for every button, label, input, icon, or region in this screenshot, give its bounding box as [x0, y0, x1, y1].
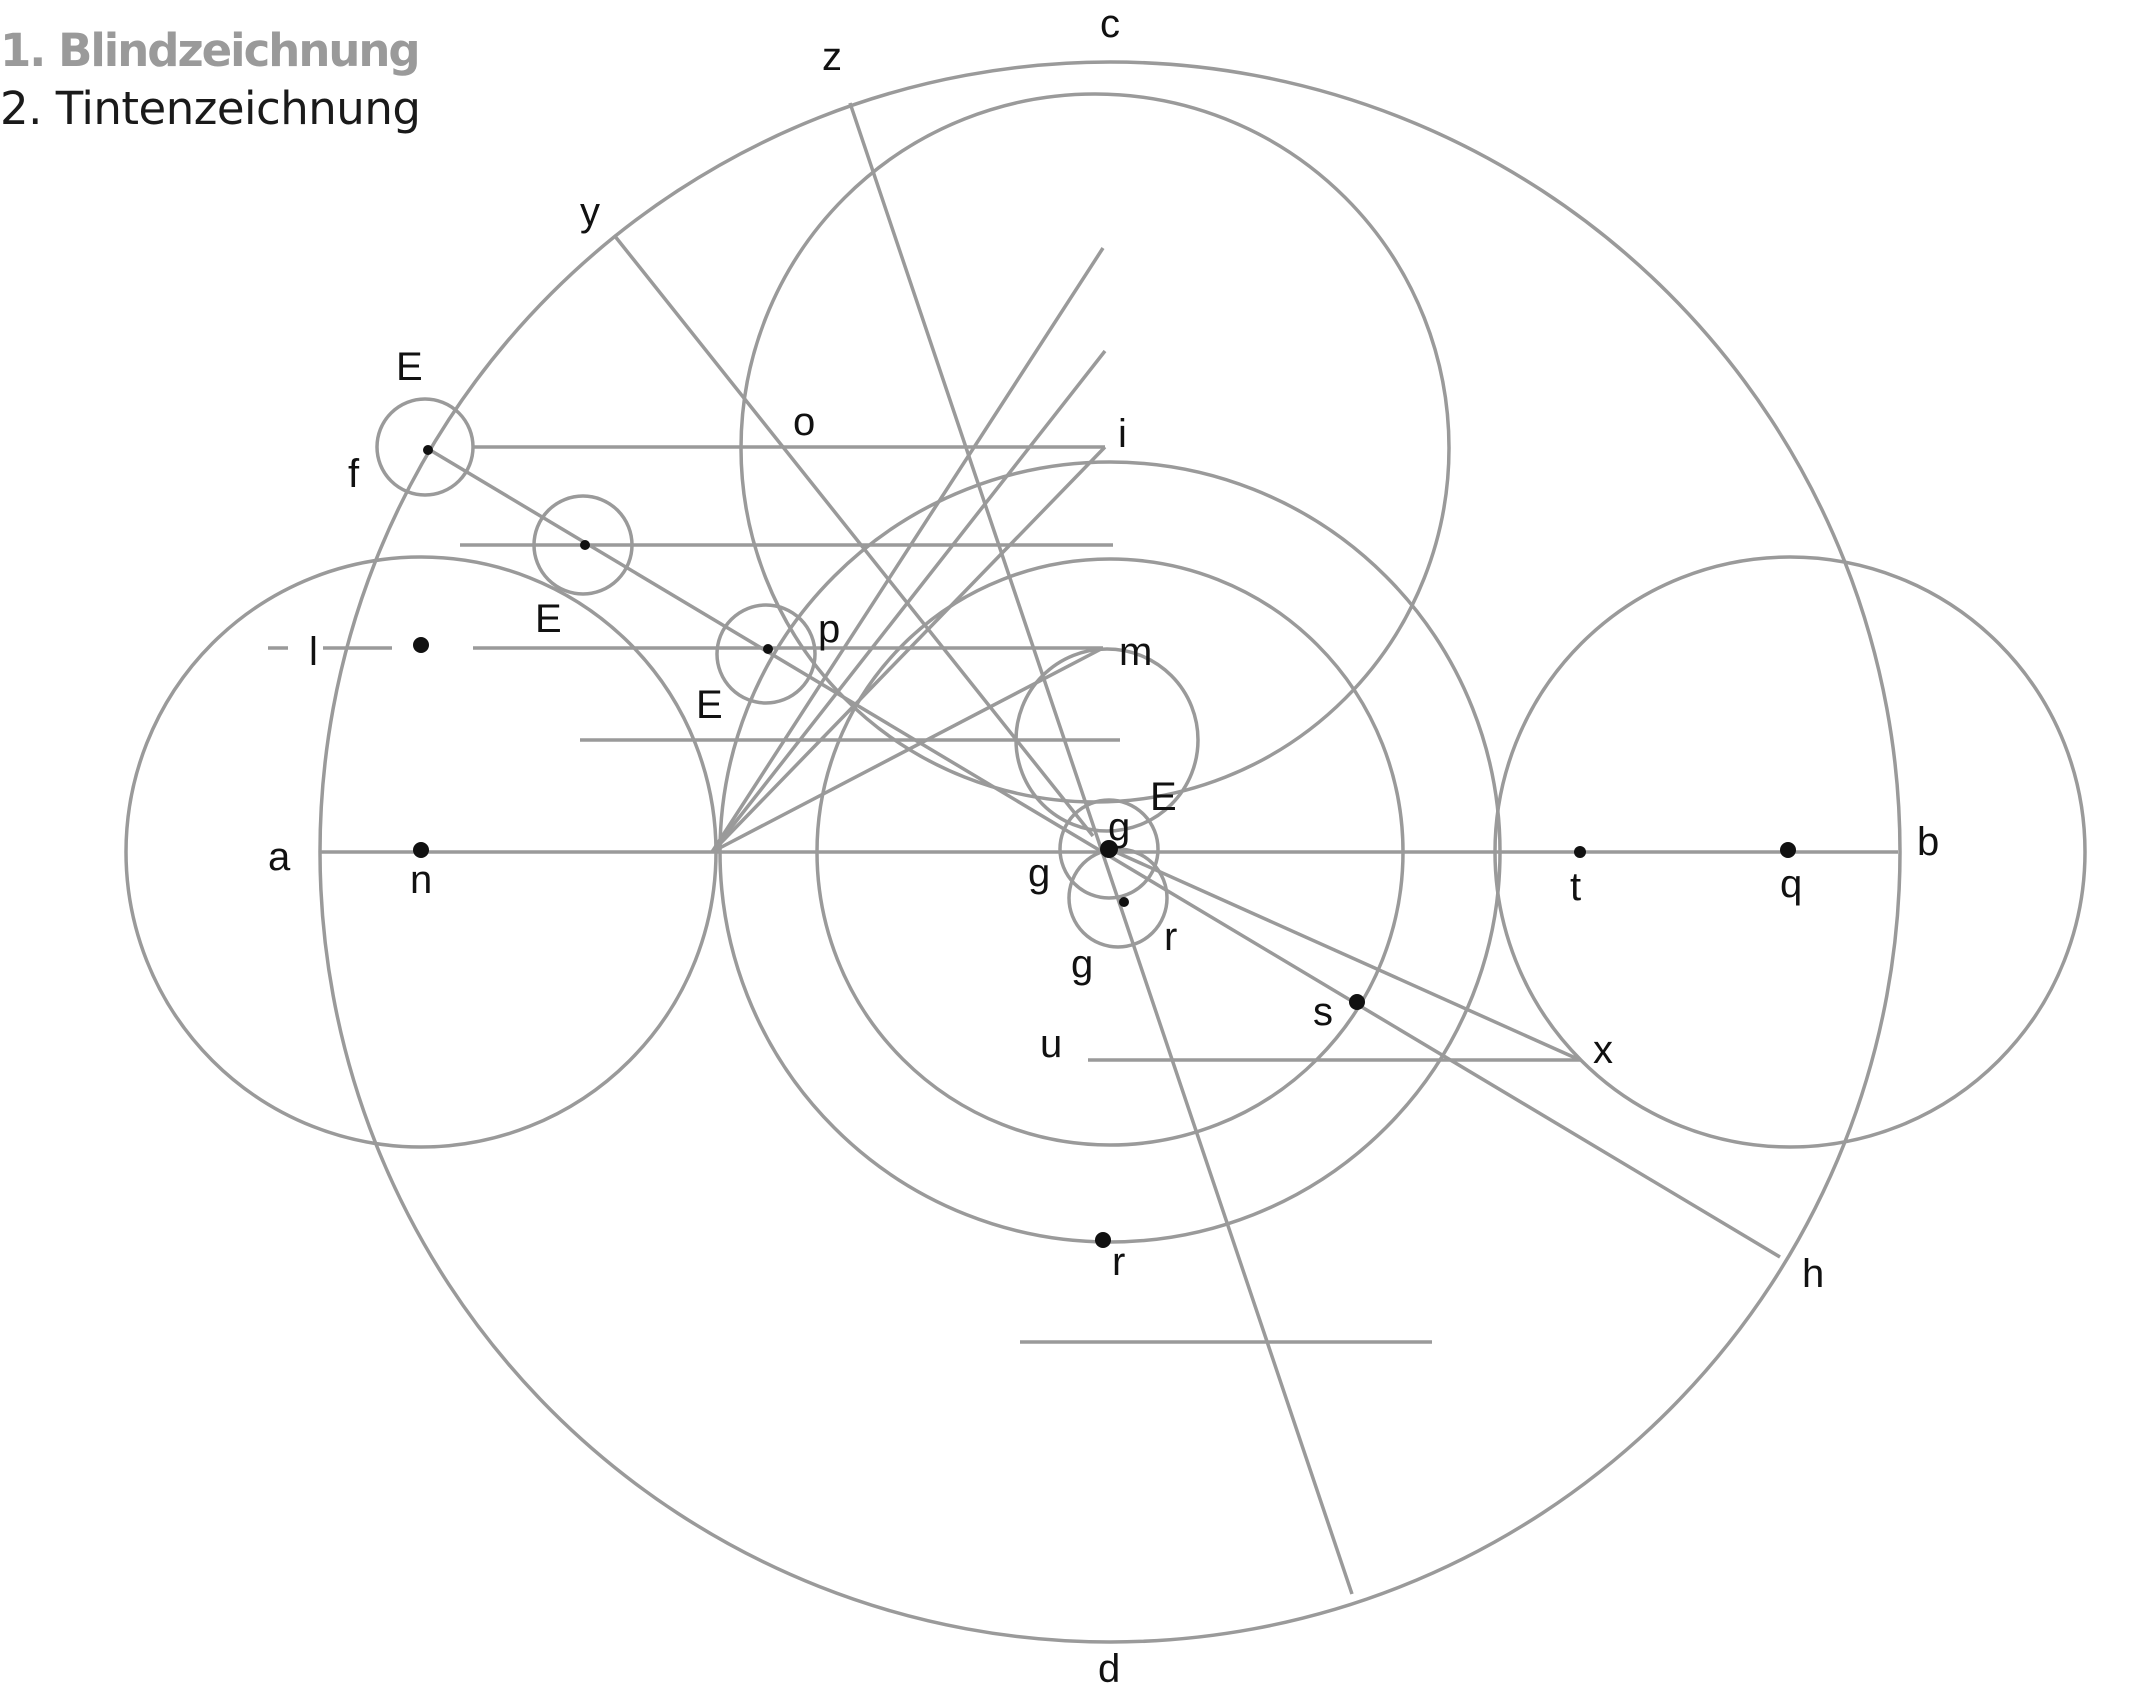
label-e-2: E — [535, 597, 562, 641]
line-g-x — [1108, 847, 1581, 1062]
fan-3 — [710, 445, 1107, 854]
point-q — [1780, 842, 1796, 858]
label-c: c — [1100, 2, 1120, 46]
label-x: x — [1593, 1028, 1613, 1072]
fan-4 — [711, 646, 1104, 854]
point-s — [1349, 994, 1365, 1010]
point-f — [423, 445, 433, 455]
point-l — [413, 637, 429, 653]
label-o: o — [793, 400, 815, 444]
label-z: z — [822, 35, 842, 79]
label-m: m — [1119, 630, 1152, 674]
fan-1 — [710, 247, 1105, 853]
points — [413, 445, 1796, 1248]
label-b: b — [1917, 820, 1939, 864]
label-p: p — [818, 607, 840, 651]
label-n: n — [410, 858, 432, 902]
label-q: q — [1780, 862, 1802, 906]
label-e-top: E — [396, 345, 423, 389]
point-g-center — [1100, 840, 1118, 858]
label-t: t — [1570, 865, 1581, 909]
label-g-top: g — [1108, 805, 1130, 849]
label-f: f — [348, 452, 360, 496]
label-r-small: r — [1164, 915, 1177, 959]
label-e-4: E — [1150, 775, 1177, 819]
label-g-bottom: g — [1071, 942, 1093, 986]
small-circle-g-upper — [1058, 798, 1160, 900]
legend-ink-drawing: 2. Tintenzeichnung — [0, 82, 421, 135]
label-a: a — [268, 835, 291, 879]
point-e2 — [580, 540, 590, 550]
point-n — [413, 842, 429, 858]
point-p — [763, 644, 773, 654]
label-r-lower: r — [1112, 1240, 1125, 1284]
legend: 1. Blindzeichnung 2. Tintenzeichnung — [0, 22, 421, 138]
fan-2 — [710, 349, 1107, 854]
label-h: h — [1802, 1252, 1824, 1296]
small-circle-p — [715, 603, 817, 705]
label-i: i — [1118, 412, 1127, 456]
label-g-left: g — [1028, 851, 1050, 895]
diagonal-y — [612, 233, 1095, 838]
legend-blind-drawing: 1. Blindzeichnung — [0, 24, 421, 77]
label-d: d — [1098, 1647, 1120, 1684]
label-e-3: E — [696, 683, 723, 727]
point-t — [1574, 846, 1586, 858]
label-u: u — [1040, 1022, 1062, 1066]
label-y: y — [580, 190, 600, 234]
labels: c z y E f o i E l p m E E g a n g r g t … — [268, 2, 1939, 1684]
label-s: s — [1313, 990, 1333, 1034]
label-l: l — [309, 630, 318, 674]
point-r-small — [1119, 897, 1129, 907]
point-r-lower — [1095, 1232, 1111, 1248]
